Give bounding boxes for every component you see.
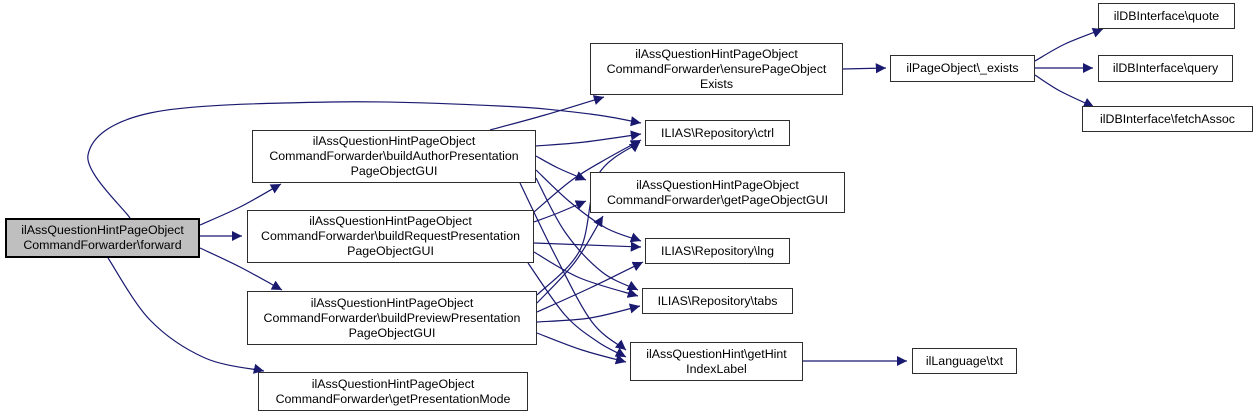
node-query[interactable]: ilDBInterface\query: [1098, 55, 1233, 82]
node-label-line: CommandForwarder\getPresentationMode: [275, 391, 511, 406]
node-label-line: ILIAS\Repository\lng: [661, 243, 774, 258]
edge-ensure-page-object-exists-to-exists: [842, 63, 887, 74]
edge-build-request-to-get-page-object-gui: [533, 200, 587, 223]
edge-build-preview-to-get-hint-index-label: [536, 332, 627, 365]
node-lng[interactable]: ILIAS\Repository\lng: [645, 238, 790, 264]
node-label-line: CommandForwarder\buildPreviewPresentatio…: [263, 310, 521, 325]
edge-exists-to-fetch-assoc: [1034, 74, 1095, 108]
edge-build-preview-to-get-page-object-gui: [536, 215, 604, 304]
edge-build-preview-to-tabs: [536, 303, 641, 323]
node-label-line: CommandForwarder\getPageObjectGUI: [606, 192, 829, 207]
node-label-line: ilAssQuestionHint\getHint: [646, 346, 787, 361]
edge-build-preview-to-lng: [536, 261, 644, 313]
node-label-line: CommandForwarder\buildRequestPresentatio…: [261, 229, 520, 243]
node-label-line: ilLanguage\txt: [925, 353, 1004, 368]
edge-forward-to-get-presentation-mode: [107, 257, 265, 374]
node-label-line: ILIAS\Repository\ctrl: [661, 125, 774, 140]
node-label-line: ilAssQuestionHintPageObject: [311, 376, 475, 391]
edge-build-request-to-get-hint-index-label: [527, 262, 627, 358]
edge-build-request-to-lng: [533, 241, 642, 252]
node-txt[interactable]: ilLanguage\txt: [912, 348, 1017, 374]
node-label-line: Exists: [699, 76, 734, 91]
node-label-line: ILIAS\Repository\tabs: [657, 293, 778, 308]
node-label-line: PageObjectGUI: [350, 164, 438, 178]
node-label-line: IndexLabel: [686, 361, 747, 376]
node-label-line: ilAssQuestionHintPageObject: [636, 177, 799, 192]
node-label-line: ilDBInterface\query: [1112, 61, 1219, 75]
node-label-line: ilAssQuestionHintPageObject: [312, 134, 476, 148]
node-label-line: ilPageObject\_exists: [906, 61, 1019, 75]
node-tabs[interactable]: ILIAS\Repository\tabs: [642, 288, 793, 314]
node-label-line: ilDBInterface\quote: [1113, 8, 1220, 23]
node-label-line: CommandForwarder\forward: [23, 238, 182, 252]
edge-build-preview-to-ctrl: [536, 141, 641, 296]
node-ctrl[interactable]: ILIAS\Repository\ctrl: [645, 120, 790, 146]
edge-build-request-to-tabs: [533, 251, 639, 298]
node-label-line: ilDBInterface\fetchAssoc: [1100, 111, 1235, 126]
node-quote[interactable]: ilDBInterface\quote: [1098, 3, 1235, 29]
edge-build-author-to-ensure-page-object-exists: [489, 95, 605, 131]
edge-build-author-to-get-page-object-gui: [535, 155, 587, 181]
edge-build-author-to-ctrl: [535, 130, 642, 147]
node-label-line: CommandForwarder\ensurePageObject: [606, 61, 827, 76]
node-label-line: ilAssQuestionHintPageObject: [21, 223, 184, 237]
edge-exists-to-quote: [1034, 28, 1104, 62]
node-label-line: PageObjectGUI: [347, 244, 434, 258]
node-label-line: ilAssQuestionHintPageObject: [309, 214, 472, 228]
node-label-line: PageObjectGUI: [348, 325, 436, 340]
node-fetch-assoc[interactable]: ilDBInterface\fetchAssoc: [1082, 106, 1253, 132]
node-label-line: ilAssQuestionHintPageObject: [310, 295, 474, 310]
node-label-line: ilAssQuestionHintPageObject: [635, 46, 798, 61]
node-exists[interactable]: ilPageObject\_exists: [890, 55, 1035, 82]
node-label-line: CommandForwarder\buildAuthorPresentation: [269, 149, 519, 163]
